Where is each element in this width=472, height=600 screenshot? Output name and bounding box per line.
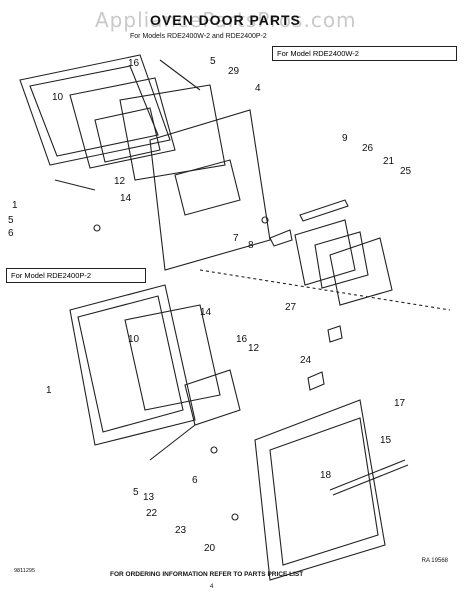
callout-5-bottom: 5 — [133, 487, 139, 498]
top-window-glass — [94, 107, 161, 163]
top-handle-strip — [159, 59, 201, 91]
top-window-25 — [329, 237, 393, 306]
bottom-inner-panel — [124, 304, 221, 411]
top-door-frame-inner — [29, 65, 159, 157]
bottom-window-glass — [184, 369, 241, 426]
callout-27: 27 — [285, 302, 297, 313]
callout-20: 20 — [204, 543, 216, 554]
callout-13: 13 — [143, 492, 155, 503]
model-box-bottom: For Model RDE2400P-2 — [6, 268, 146, 283]
callout-5-top-right: 5 — [210, 56, 216, 67]
callout-1-top: 1 — [12, 200, 18, 211]
callout-5-top-left: 5 — [8, 215, 14, 226]
callout-7: 7 — [233, 233, 239, 244]
page-number: 4 — [210, 584, 214, 590]
bottom-bracket-27 — [327, 325, 343, 343]
callout-16-top: 16 — [128, 58, 140, 69]
top-clip-8 — [269, 229, 293, 247]
watermark: AppliancePartsPros.com — [95, 8, 357, 32]
bottom-handle-15 — [329, 459, 406, 491]
top-outer-door-4 — [149, 109, 271, 271]
top-door-frame — [19, 54, 171, 166]
callout-14-bottom: 14 — [200, 307, 212, 318]
callout-12-bottom: 12 — [248, 343, 260, 354]
top-insulation-29 — [119, 84, 226, 181]
callout-14-top: 14 — [120, 193, 132, 204]
drawing-reference: RA 19568 — [421, 558, 448, 564]
document-code: 9811295 — [14, 568, 36, 574]
callout-25: 25 — [400, 166, 412, 177]
callout-6-bottom: 6 — [192, 475, 198, 486]
bottom-screw-6 — [210, 446, 218, 454]
bottom-door-frame-inner — [77, 295, 184, 433]
callout-23: 23 — [175, 525, 187, 536]
callout-4: 4 — [255, 83, 261, 94]
ordering-footer: FOR ORDERING INFORMATION REFER TO PARTS … — [110, 571, 304, 578]
top-clip-7 — [261, 216, 269, 224]
callout-21: 21 — [383, 156, 395, 167]
callout-9: 9 — [342, 133, 348, 144]
model-box-top: For Model RDE2400W-2 — [272, 46, 457, 61]
bottom-door-trim — [269, 417, 379, 566]
diagram-subtitle: For Models RDE2400W-2 and RDE2400P-2 — [130, 33, 267, 40]
callout-12-top: 12 — [114, 176, 126, 187]
callout-1-bottom: 1 — [46, 385, 52, 396]
callout-22: 22 — [146, 508, 158, 519]
top-door-window — [174, 159, 241, 216]
divider-dashed — [199, 269, 451, 311]
callout-26: 26 — [362, 143, 374, 154]
bottom-handle-15b — [332, 464, 409, 496]
top-screw-6 — [93, 224, 101, 232]
diagram-title: OVEN DOOR PARTS — [150, 12, 301, 28]
callout-15: 15 — [380, 435, 392, 446]
callout-29: 29 — [228, 66, 240, 77]
callout-17: 17 — [394, 398, 406, 409]
callout-24: 24 — [300, 355, 312, 366]
top-hinge — [54, 179, 96, 191]
callout-6-top: 6 — [8, 228, 14, 239]
callout-18: 18 — [320, 470, 332, 481]
callout-10-bottom: 10 — [128, 334, 140, 345]
callout-16-bottom: 16 — [236, 334, 248, 345]
bottom-hinge-24 — [307, 371, 325, 391]
top-window-26 — [294, 219, 356, 286]
top-trim-9 — [299, 199, 349, 222]
bottom-door-frame — [69, 284, 196, 446]
top-inner-panel — [69, 77, 176, 169]
top-window-21 — [314, 231, 369, 289]
bottom-screw-23 — [231, 513, 239, 521]
bottom-hinge-13 — [149, 424, 196, 461]
callout-10-top: 10 — [52, 92, 64, 103]
callout-8: 8 — [248, 240, 254, 251]
bottom-outer-door — [254, 399, 386, 581]
